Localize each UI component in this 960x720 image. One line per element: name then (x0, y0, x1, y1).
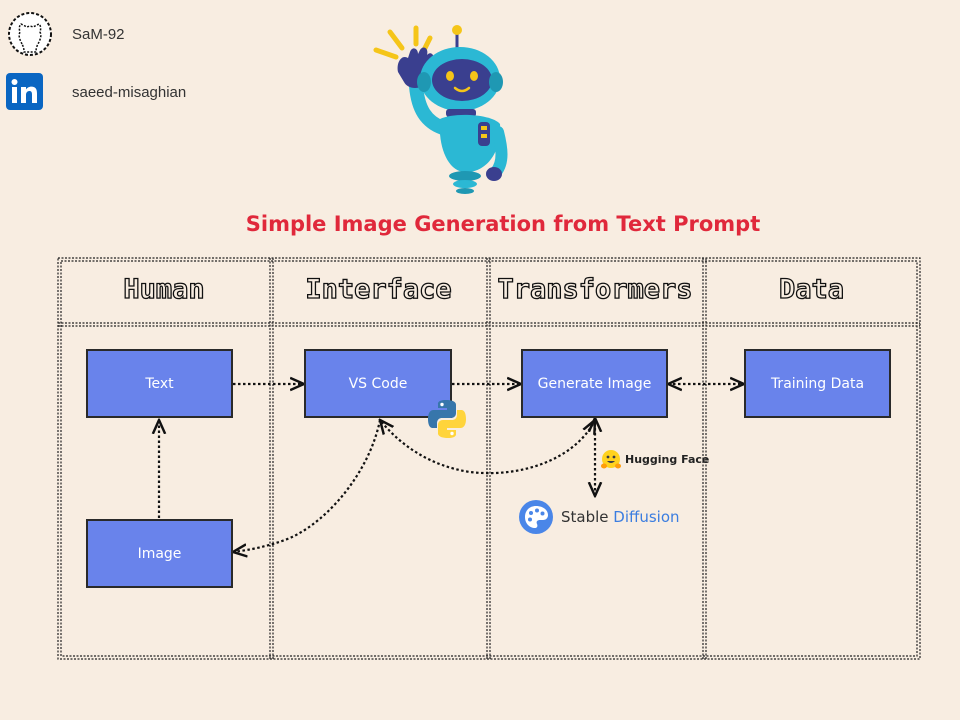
github-username[interactable]: SaM-92 (72, 26, 125, 43)
arrow-vscode-to-image (233, 419, 382, 552)
lane-header-transformers: Transformers (497, 273, 693, 305)
arrow-generate-to-vscode (380, 420, 595, 475)
linkedin-icon[interactable] (6, 73, 43, 110)
python-icon (426, 398, 468, 440)
stable-diffusion-label: Stable Diffusion (561, 508, 680, 526)
node-image[interactable]: Image (86, 519, 233, 588)
lane-header-interface: Interface (305, 273, 453, 305)
node-vscode[interactable]: VS Code (304, 349, 452, 418)
node-generate-image[interactable]: Generate Image (521, 349, 668, 418)
lane-header-data: Data (778, 273, 845, 305)
huggingface-label: Hugging Face (625, 453, 710, 466)
robot-mascot (368, 24, 528, 199)
diagram-title: Simple Image Generation from Text Prompt (245, 212, 761, 236)
node-text[interactable]: Text (86, 349, 233, 418)
stable-diffusion-word-diffusion: Diffusion (613, 508, 680, 526)
linkedin-username[interactable]: saeed-misaghian (72, 84, 187, 101)
github-icon[interactable] (6, 10, 54, 58)
stable-diffusion-icon (518, 499, 554, 535)
node-training-data[interactable]: Training Data (744, 349, 891, 418)
stable-diffusion-word-stable: Stable (561, 508, 609, 526)
huggingface-icon (600, 449, 622, 471)
lane-header-human: Human (123, 273, 206, 305)
